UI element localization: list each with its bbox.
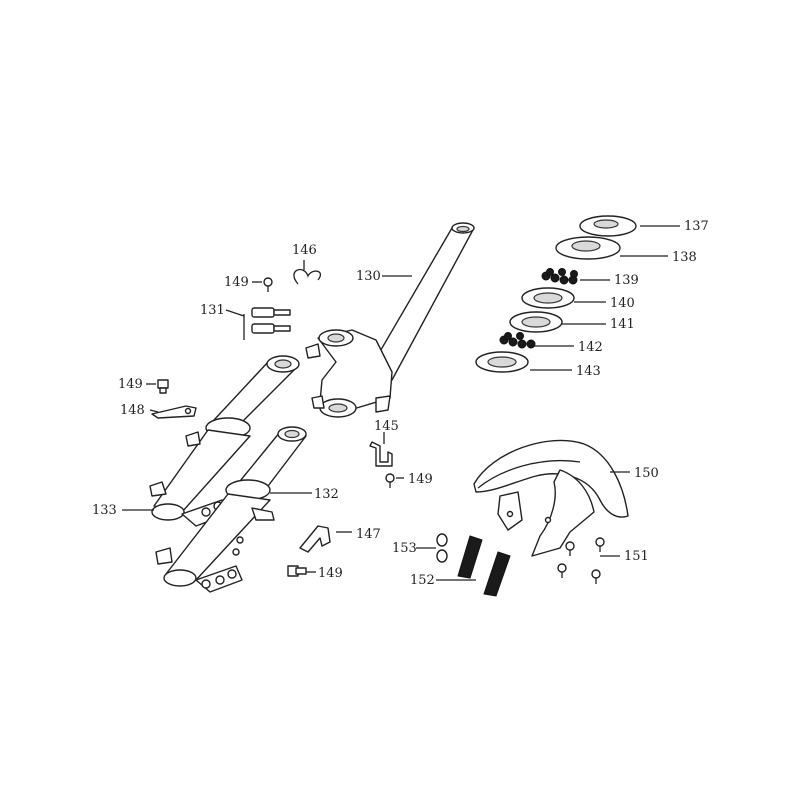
- bolts-151: [557, 537, 605, 584]
- callout-labels: 130 131 132 133 137 138 139 140 141 142 …: [92, 219, 709, 588]
- callout-137: 137: [684, 219, 709, 234]
- callout-149-mid: 149: [408, 472, 433, 487]
- steering-stem: [305, 222, 475, 418]
- callout-142: 142: [578, 340, 603, 355]
- screw-149-mid: [385, 473, 395, 488]
- callout-143: 143: [576, 364, 601, 379]
- ball-race-142: [499, 332, 536, 349]
- bolts-131: [243, 307, 291, 340]
- bracket-147: [299, 525, 331, 553]
- ball-race-139: [541, 268, 578, 285]
- fork-leg-right: [155, 426, 307, 593]
- clip-146: [293, 268, 322, 285]
- callout-149-low: 149: [318, 566, 343, 581]
- callout-150: 150: [634, 466, 659, 481]
- reflectors-152: [457, 535, 511, 597]
- callout-130: 130: [356, 269, 381, 284]
- bracket-148: [151, 405, 197, 419]
- washers-153: [436, 533, 448, 563]
- callout-131: 131: [200, 303, 225, 318]
- callout-151: 151: [624, 549, 649, 564]
- callout-140: 140: [610, 296, 635, 311]
- callout-149-left: 149: [118, 377, 143, 392]
- callout-139: 139: [614, 273, 639, 288]
- front-fender: [473, 439, 629, 557]
- screw-149: [263, 277, 273, 292]
- callout-133: 133: [92, 503, 117, 518]
- callout-153: 153: [392, 541, 417, 556]
- callout-138: 138: [672, 250, 697, 265]
- callout-146: 146: [292, 243, 317, 258]
- callout-147: 147: [356, 527, 381, 542]
- callout-148: 148: [120, 403, 145, 418]
- callout-132: 132: [314, 487, 339, 502]
- callout-141: 141: [610, 317, 635, 332]
- fork-leg-left: [149, 355, 300, 527]
- bracket-145: [369, 441, 393, 467]
- callout-149-top: 149: [224, 275, 249, 290]
- callout-145: 145: [374, 419, 399, 434]
- screw-149-left: [157, 379, 169, 394]
- callout-152: 152: [410, 573, 435, 588]
- bearing-stack: [475, 215, 637, 373]
- bolt-149-lower: [287, 565, 307, 577]
- leader-lines: [122, 225, 680, 581]
